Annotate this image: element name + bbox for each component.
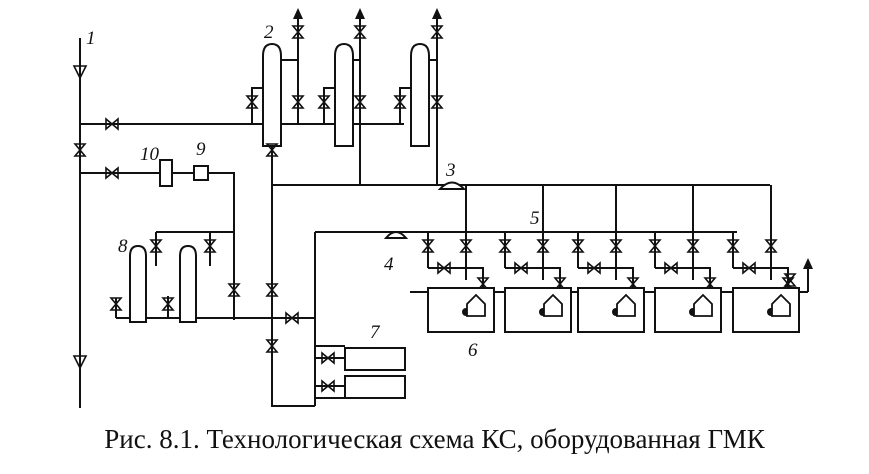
flow-arrow-icon [432, 8, 442, 19]
column-vessel [179, 245, 197, 323]
separator-vessel [410, 43, 430, 147]
figure-caption: Рис. 8.1. Технологическая схема КС, обор… [104, 424, 765, 454]
label-7: 7 [370, 322, 381, 343]
compressor-unit [732, 287, 800, 333]
label-1: 1 [86, 28, 96, 49]
separator-vessel [262, 43, 282, 147]
label-4: 4 [384, 254, 394, 275]
unit-7-upper [344, 347, 406, 371]
pipeline-network [79, 12, 809, 408]
label-2: 2 [264, 22, 274, 43]
label-3: 3 [445, 160, 456, 181]
valve-icon [784, 273, 796, 287]
process-flow-diagram: 1 2 3 4 5 6 7 8 9 10 [73, 8, 813, 408]
equipment-symbols [73, 8, 813, 399]
flow-arrow-icon [803, 258, 813, 269]
label-8: 8 [118, 236, 128, 257]
flow-arrow-icon [355, 8, 365, 19]
gas-unit-9 [193, 165, 209, 181]
callout-labels: 1 2 3 4 5 6 7 8 9 10 [86, 22, 540, 361]
orifice-device-4 [383, 231, 409, 239]
flow-arrow-icon [293, 8, 303, 19]
column-vessel [129, 245, 147, 323]
orifice-device-3 [437, 181, 467, 190]
label-9: 9 [196, 139, 206, 160]
separator-vessel [334, 43, 354, 147]
label-5: 5 [530, 208, 540, 229]
label-6: 6 [468, 340, 478, 361]
filter-unit-10 [159, 159, 173, 187]
label-10: 10 [140, 144, 160, 165]
unit-7-lower [344, 375, 406, 399]
